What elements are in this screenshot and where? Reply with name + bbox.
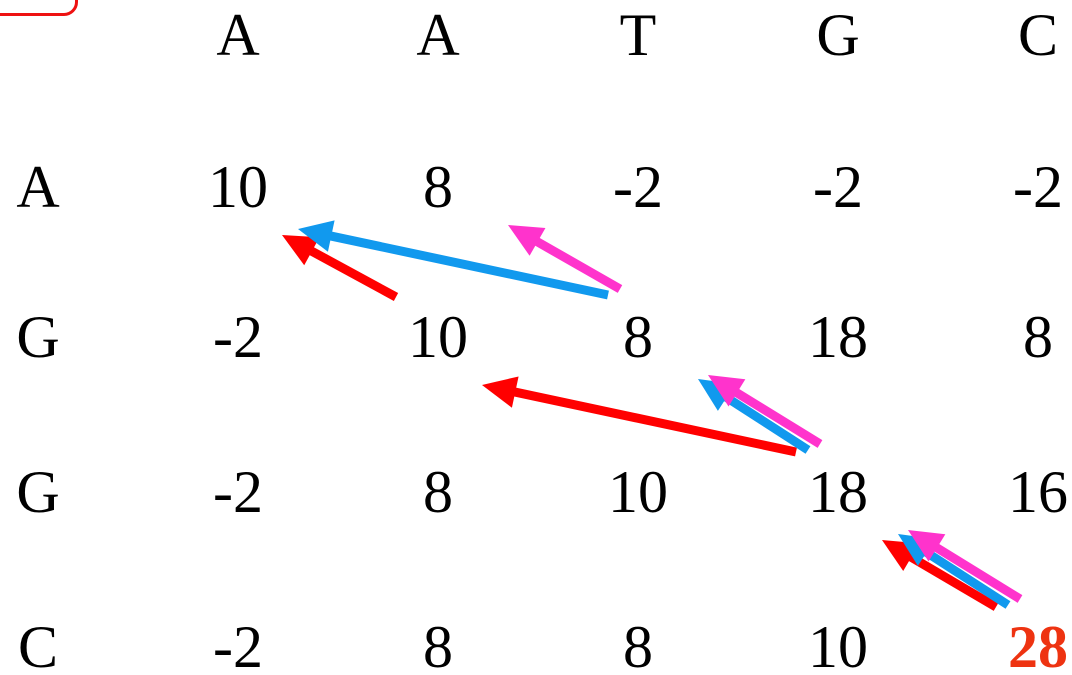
arrow-shaft (722, 392, 811, 454)
traceback-arrow-blue (298, 220, 609, 300)
col-header: A (416, 2, 460, 68)
arrow-shaft (512, 387, 797, 457)
arrow-shaft (932, 542, 1023, 603)
score-cell: -2 (613, 154, 663, 220)
score-cell: 10 (808, 614, 868, 675)
row-header: C (17, 614, 59, 675)
arrow-head (908, 530, 946, 562)
score-cell: -2 (213, 614, 263, 675)
score-cell: 8 (423, 614, 453, 675)
score-cell: 8 (1023, 304, 1053, 370)
arrow-shaft (922, 547, 1011, 609)
row-header: G (16, 304, 60, 370)
col-header: C (1017, 2, 1059, 68)
corner-box (0, 0, 78, 16)
arrow-head (282, 235, 320, 266)
score-cell: 18 (808, 459, 868, 525)
arrow-head (708, 375, 746, 407)
row-header: G (16, 459, 60, 525)
score-cell: -2 (213, 304, 263, 370)
row-header: A (16, 154, 60, 220)
score-cell: -2 (813, 154, 863, 220)
score-cell: 10 (208, 154, 268, 220)
arrow-shaft (533, 236, 623, 293)
arrow-shaft (307, 246, 399, 301)
arrow-shaft (328, 231, 609, 300)
arrow-head (508, 225, 546, 256)
score-cell: 18 (808, 304, 868, 370)
traceback-arrow-pink (908, 530, 1023, 603)
arrow-head (482, 376, 519, 408)
score-cell: 10 (408, 304, 468, 370)
traceback-arrow-pink (708, 375, 823, 448)
col-header: G (816, 2, 860, 68)
score-cell: 8 (423, 459, 453, 525)
col-header: A (216, 2, 260, 68)
score-cell: 8 (623, 614, 653, 675)
score-cell: 8 (623, 304, 653, 370)
score-cell: 16 (1008, 459, 1068, 525)
arrow-head (298, 220, 335, 252)
traceback-arrow-pink (508, 225, 623, 293)
arrow-shaft (732, 387, 823, 448)
arrow-shaft (907, 552, 999, 611)
score-cell: 10 (608, 459, 668, 525)
traceback-arrow-red (482, 376, 797, 457)
score-cell: -2 (1013, 154, 1063, 220)
final-score-cell: 28 (1008, 614, 1068, 675)
score-cell: -2 (213, 459, 263, 525)
traceback-arrow-blue (898, 534, 1011, 609)
score-cell: 8 (423, 154, 453, 220)
traceback-arrow-red (282, 235, 399, 301)
col-header: T (619, 2, 657, 68)
